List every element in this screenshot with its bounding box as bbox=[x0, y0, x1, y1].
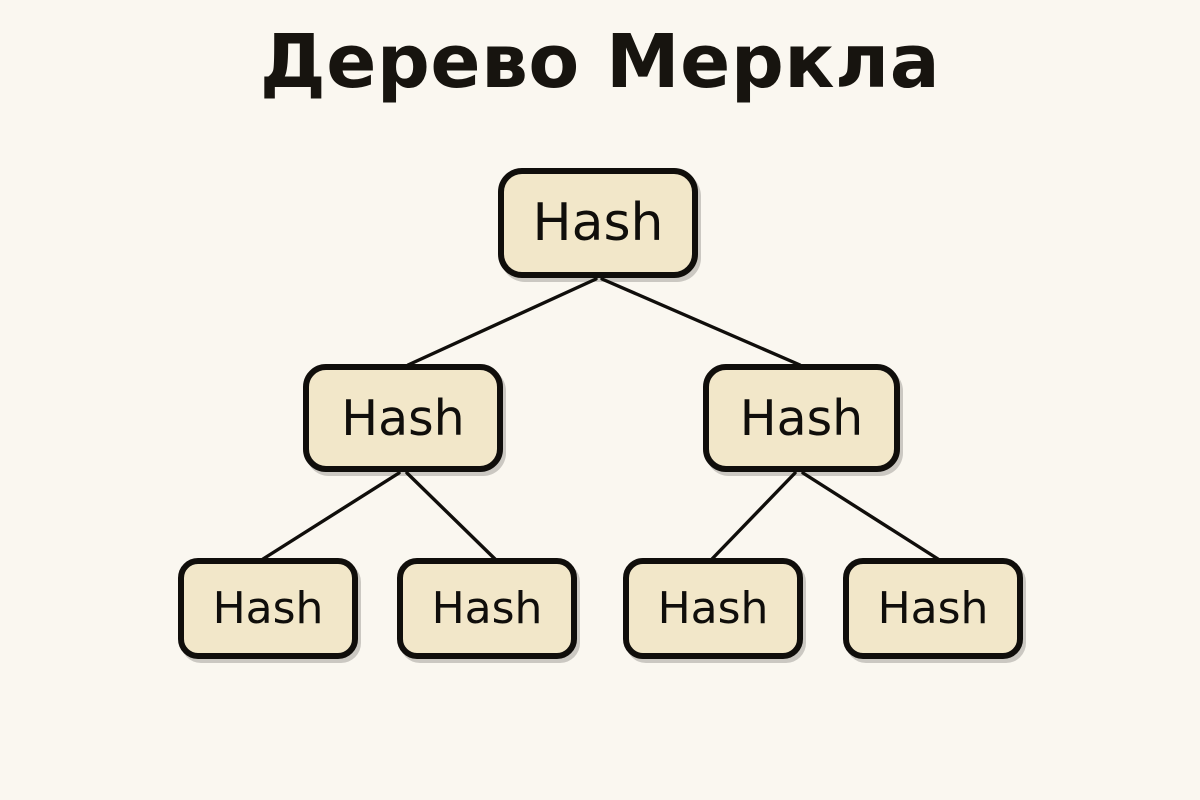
edge-mid-left-to-leaf-2 bbox=[405, 471, 497, 561]
node-label: Hash bbox=[532, 193, 664, 253]
node-leaf-3-hash[interactable]: Hash bbox=[623, 558, 803, 659]
edge-mid-right-to-leaf-4 bbox=[801, 471, 940, 561]
node-label: Hash bbox=[212, 582, 324, 634]
node-mid-right-hash[interactable]: Hash bbox=[703, 364, 900, 472]
node-label: Hash bbox=[431, 582, 543, 634]
page-title: Дерево Меркла bbox=[259, 19, 941, 105]
edge-root-to-mid-left bbox=[406, 277, 598, 367]
node-label: Hash bbox=[739, 389, 864, 447]
node-leaf-4-hash[interactable]: Hash bbox=[843, 558, 1023, 659]
edge-root-to-mid-right bbox=[600, 277, 802, 367]
node-leaf-2-hash[interactable]: Hash bbox=[397, 558, 577, 659]
node-mid-left-hash[interactable]: Hash bbox=[303, 364, 503, 472]
node-root-hash[interactable]: Hash bbox=[498, 168, 698, 278]
edge-mid-left-to-leaf-1 bbox=[261, 471, 401, 561]
edge-mid-right-to-leaf-3 bbox=[710, 471, 797, 561]
node-leaf-1-hash[interactable]: Hash bbox=[178, 558, 358, 659]
node-label: Hash bbox=[877, 582, 989, 634]
node-label: Hash bbox=[657, 582, 769, 634]
node-label: Hash bbox=[341, 389, 465, 447]
